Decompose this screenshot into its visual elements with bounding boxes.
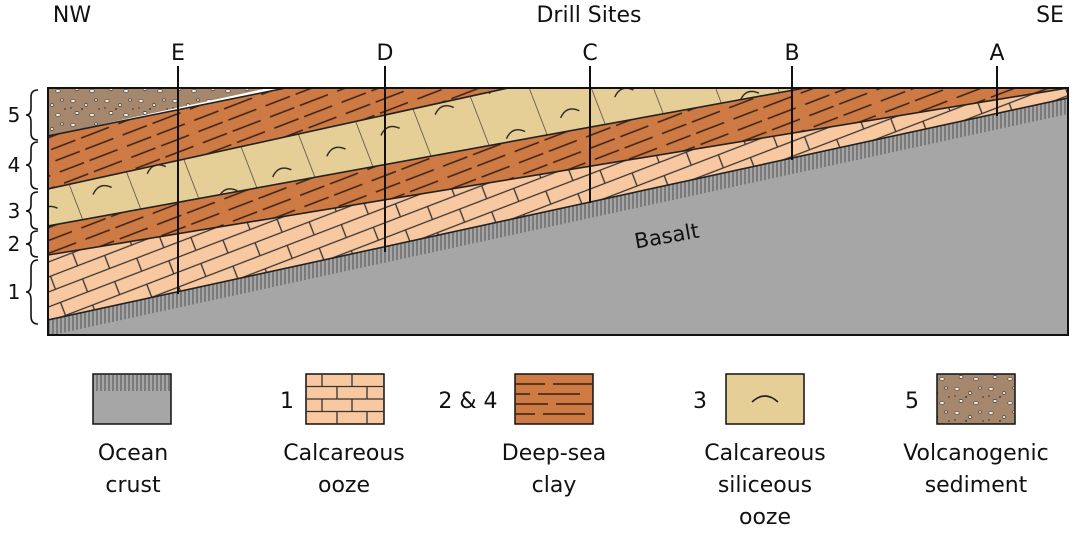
legend-deep-sea-clay-line2: clay [532,473,577,498]
layer-5-volcanogenic [48,88,268,136]
legend-siliceous-ooze-line3: ooze [739,505,791,530]
legend-number-1: 1 [280,389,294,414]
layer-boundaries [48,88,1068,321]
drill-site-e: E [171,41,185,66]
layer-number-4: 4 [8,153,21,177]
legend-ocean-crust-line2: crust [105,473,161,498]
layer-number-3: 3 [8,199,21,223]
basalt-hatch [48,98,1068,335]
legend-number-2-4: 2 & 4 [438,389,497,414]
legend-ocean-crust-line1: Ocean [98,441,168,466]
se-label: SE [1036,3,1064,28]
swatch-volcanogenic-sediment [936,373,1016,425]
legend-deep-sea-clay-line1: Deep-sea [502,441,606,466]
brace-5 [25,89,39,141]
legend-number-3: 3 [693,389,707,414]
drill-site-b: B [784,41,799,66]
cross-section [48,88,1068,335]
drill-site-d: D [377,41,394,66]
legend-volcanogenic-sediment: 5 Volcanogenic sediment [903,373,1049,498]
legend-calcareous-ooze-line1: Calcareous [283,441,405,466]
legend: Ocean crust 1 Calcareous ooze 2 & 4 Deep… [92,373,1049,530]
legend-calcareous-ooze-line2: ooze [318,473,370,498]
legend-ocean-crust: Ocean crust [92,373,172,498]
legend-volcanogenic-line2: sediment [925,473,1028,498]
swatch-deep-sea-clay [514,373,594,425]
drill-site-labels: E D C B A [171,41,1004,66]
layer-number-5: 5 [8,103,21,127]
layer-1-calcareous-ooze [48,88,1068,320]
layer-number-1: 1 [8,280,21,304]
nw-label: NW [53,3,91,28]
layer-number-2: 2 [8,232,21,256]
legend-siliceous-ooze-line2: siliceous [718,473,812,498]
legend-siliceous-ooze: 3 Calcareous siliceous ooze [693,373,826,530]
layer-number-labels: 5 4 3 2 1 [8,103,21,304]
swatch-siliceous-ooze [725,373,805,425]
legend-volcanogenic-line1: Volcanogenic [903,441,1049,466]
brace-1 [25,259,39,325]
section-frame [47,87,1069,336]
legend-siliceous-ooze-line1: Calcareous [704,441,826,466]
brace-3 [25,191,39,230]
brace-2 [25,230,39,258]
drill-site-a: A [989,41,1004,66]
brace-4 [25,141,39,190]
drill-site-c: C [582,41,597,66]
legend-number-5: 5 [905,389,919,414]
legend-deep-sea-clay: 2 & 4 Deep-sea clay [438,373,606,498]
layer-braces [25,89,39,325]
diagram-title: Drill Sites [536,3,641,28]
legend-calcareous-ooze: 1 Calcareous ooze [280,373,405,498]
